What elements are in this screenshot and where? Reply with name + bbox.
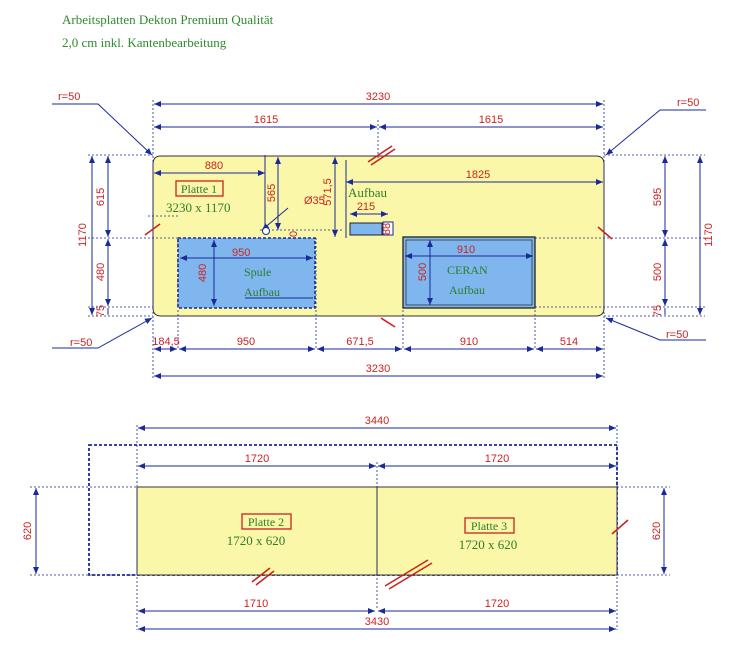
lower-height-right: 620 — [651, 522, 663, 540]
hob-width: 910 — [457, 244, 475, 256]
dim-b2: 950 — [237, 336, 255, 348]
dim-b5: 514 — [560, 336, 578, 348]
socket-height: 88 — [381, 223, 393, 235]
sink-label-2: Aufbau — [244, 285, 280, 299]
radius-top-left: r=50 — [58, 91, 80, 103]
plate1-size: 3230 x 1170 — [166, 200, 231, 215]
drill-hole-icon — [262, 227, 270, 235]
lower-top-left: 1720 — [245, 453, 269, 465]
dim-b3: 671,5 — [346, 336, 374, 348]
dim-left-1170: 1170 — [77, 223, 89, 247]
dim-565: 565 — [266, 184, 278, 202]
plate2-panel — [136, 486, 378, 576]
dim-left-75: 75 — [95, 305, 107, 317]
hob-cutout — [402, 236, 536, 309]
plate3-panel — [376, 486, 618, 576]
dim-top-right: 1615 — [479, 114, 503, 126]
dim-1825: 1825 — [466, 169, 490, 181]
dim-top-left: 1615 — [254, 114, 278, 126]
socket-dim-box — [382, 221, 394, 236]
header-subtitle: 2,0 cm inkl. Kantenbearbeitung — [62, 35, 227, 50]
lower-bottom-left: 1710 — [244, 598, 268, 610]
lower-edge-marks — [251, 519, 629, 590]
dim-top-total: 3230 — [366, 91, 390, 103]
socket-width: 215 — [357, 201, 375, 213]
plate1-name-box — [175, 180, 224, 197]
radius-bottom-left: r=50 — [70, 337, 92, 349]
lower-top-right: 1720 — [485, 453, 509, 465]
dim-right-595: 595 — [652, 188, 664, 206]
sink-width: 950 — [232, 247, 250, 259]
sink-label-1: Spule — [244, 265, 271, 279]
dim-left-480: 480 — [95, 263, 107, 281]
dim-right-75: 75 — [652, 305, 664, 317]
radius-bottom-right: r=50 — [666, 329, 688, 341]
dim-880: 880 — [205, 160, 223, 172]
header-title: Arbeitsplatten Dekton Premium Qualität — [62, 12, 274, 27]
edge-marks — [144, 145, 613, 328]
dim-bottom-total: 3230 — [366, 363, 390, 375]
plate3-size: 1720 x 620 — [459, 537, 518, 552]
plate3-name-box — [464, 517, 515, 534]
dim-571: 571,5 — [322, 178, 334, 206]
dim-b4: 910 — [460, 336, 478, 348]
hob-label-2: Aufbau — [449, 283, 485, 297]
plate2-name-box — [241, 513, 292, 530]
sink-cutout — [177, 237, 316, 309]
socket-cutout — [349, 222, 383, 236]
dim-right-500: 500 — [652, 263, 664, 281]
lower-top-total: 3440 — [365, 415, 389, 427]
dim-b1: 184,5 — [152, 336, 180, 348]
socket-label: Aufbau — [348, 185, 387, 200]
plate2-name: Platte 2 — [248, 515, 284, 529]
plate3-name: Platte 3 — [471, 519, 507, 533]
hob-height: 500 — [417, 263, 429, 281]
dim-left-615: 615 — [95, 188, 107, 206]
radius-top-right: r=50 — [677, 97, 699, 109]
lower-bottom-total: 3430 — [365, 616, 389, 628]
dim-right-1170: 1170 — [703, 223, 715, 247]
hob-label-1: CERAN — [447, 263, 488, 277]
plate2-size: 1720 x 620 — [227, 533, 286, 548]
sink-height: 480 — [197, 264, 209, 282]
plate1-name: Platte 1 — [181, 182, 217, 196]
dim-diameter: Ø35 — [304, 195, 325, 207]
lower-bottom-right: 1720 — [485, 598, 509, 610]
lower-height-left: 620 — [22, 522, 34, 540]
